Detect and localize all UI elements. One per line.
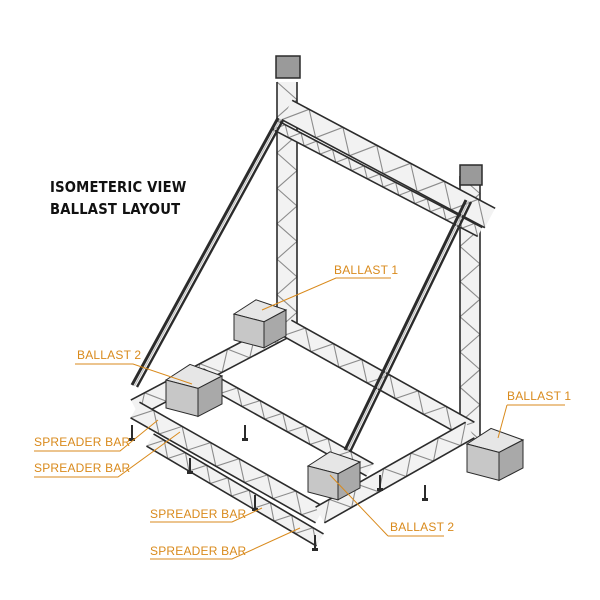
header-truss (281, 99, 496, 229)
ballast-2-front-block (306, 451, 362, 501)
leader-spreader-bar-3 (150, 507, 263, 523)
right-tower-cap (459, 164, 483, 186)
base-foot-5 (312, 535, 318, 551)
right-diagonal-brace (343, 199, 473, 453)
left-diagonal-brace (130, 117, 285, 388)
base-foot-1 (129, 425, 135, 441)
callout-ballast-1-rear: BALLAST 1 (334, 263, 399, 277)
leader-spreader-bar-1 (34, 419, 159, 452)
base-foot-6 (377, 475, 383, 491)
leader-spreader-bar-4 (150, 527, 301, 560)
left-tower-cap (275, 55, 301, 79)
callout-spreader-bar-3: SPREADER BAR (150, 507, 247, 521)
base-foot-3 (242, 425, 248, 441)
callout-ballast-2-left: BALLAST 2 (77, 348, 142, 362)
leader-ballast-1-right (497, 404, 508, 439)
leader-ballast-1-rear (261, 277, 391, 311)
ballast-blocks (164, 299, 525, 501)
leader-ballast-2-left (75, 363, 193, 385)
base-foot-2 (187, 458, 193, 474)
base-foot-7 (422, 485, 428, 501)
callout-spreader-bar-4: SPREADER BAR (150, 544, 247, 558)
callout-spreader-bar-2: SPREADER BAR (34, 461, 131, 475)
ballast-1-rear-block (232, 299, 288, 349)
ballast-1-right-block (465, 427, 525, 482)
leader-spreader-bar-2 (34, 431, 181, 478)
base-front-right-truss (315, 421, 475, 524)
truss-structure (129, 55, 496, 551)
header-lower-chord (272, 119, 483, 238)
callout-ballast-2-front: BALLAST 2 (390, 520, 455, 534)
diagram-title-line-1: ISOMETERIC VIEW (50, 178, 187, 196)
callout-leader-lines (34, 277, 565, 560)
diagram-title-line-2: BALLAST LAYOUT (50, 200, 181, 218)
leader-ballast-2-front (329, 474, 389, 537)
base-foot-4 (252, 495, 258, 511)
callout-ballast-1-right: BALLAST 1 (507, 389, 572, 403)
ballast-2-left-block (164, 363, 224, 418)
callout-spreader-bar-1: SPREADER BAR (34, 435, 131, 449)
left-tower-truss (276, 81, 298, 331)
